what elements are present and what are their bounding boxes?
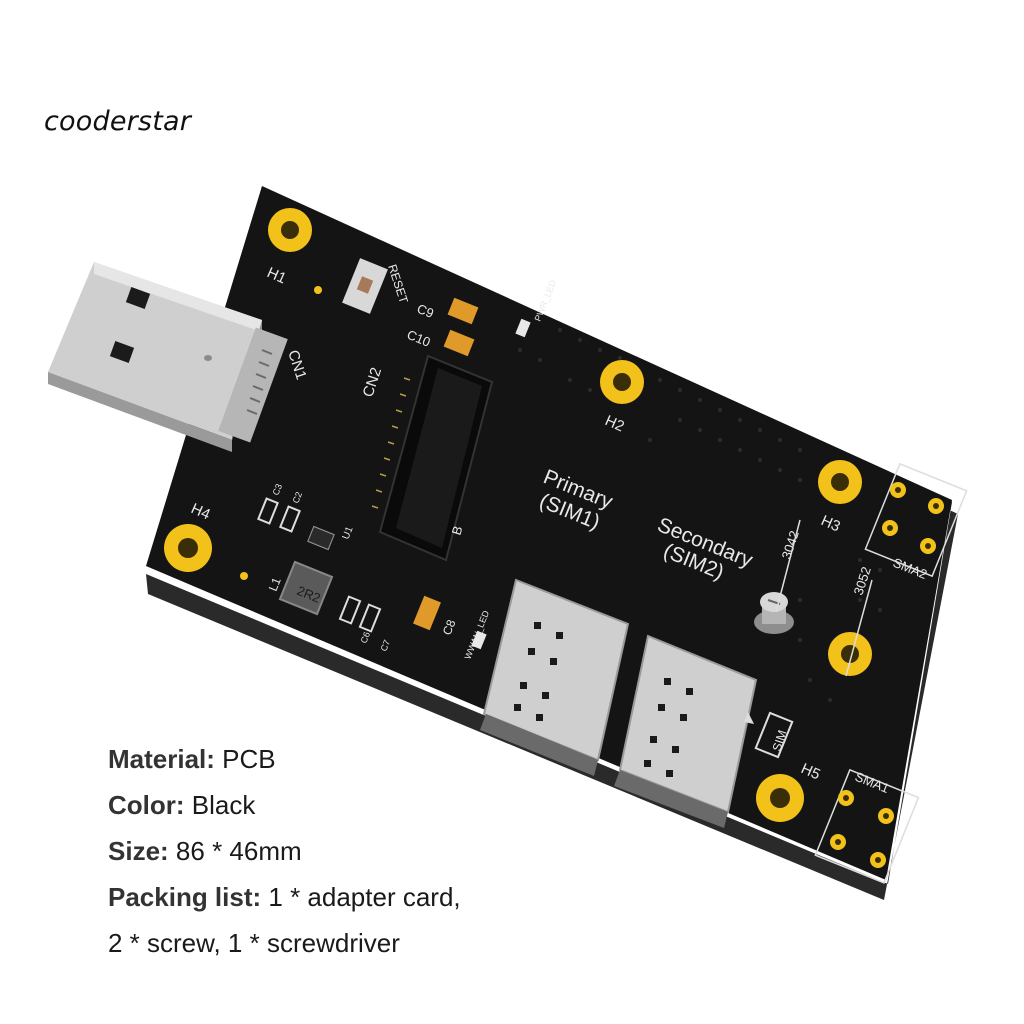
- l1-label: L1: [266, 575, 284, 593]
- c2-label: C2: [291, 490, 305, 504]
- spec-color-label: Color:: [108, 790, 185, 820]
- h1-label: H1: [264, 264, 288, 287]
- sim-tray-secondary: [614, 634, 758, 828]
- m2-slot: [371, 354, 494, 562]
- inductor-2r2: [278, 560, 334, 616]
- pcb-via-grid: [518, 328, 882, 702]
- spec-material-value: PCB: [222, 744, 276, 774]
- mounting-hole-h5: [756, 774, 804, 822]
- c9-label: C9: [415, 301, 436, 321]
- spec-packing-label: Packing list:: [108, 882, 262, 912]
- indicator-led-2: [240, 572, 248, 580]
- h5-label: H5: [798, 760, 822, 783]
- sma2-pads: [864, 462, 968, 578]
- spec-size: Size: 86 * 46mm: [108, 828, 461, 874]
- size-mark-line-2: [845, 579, 873, 677]
- sim-marker-label: SIM: [770, 728, 790, 753]
- mounting-hole-h3: [818, 460, 862, 504]
- sim-arrow: [744, 712, 754, 724]
- c6-label: C6: [359, 630, 373, 644]
- mounting-hole-h2: [600, 360, 644, 404]
- sim-marker-box: [754, 711, 794, 759]
- u1-label: U1: [341, 525, 356, 541]
- sim-tray-primary: [480, 578, 630, 776]
- sma1-pads: [814, 768, 920, 884]
- spec-color: Color: Black: [108, 782, 461, 828]
- h2-label: H2: [602, 412, 626, 435]
- spec-color-value: Black: [191, 790, 256, 820]
- capacitor-c6: [338, 595, 362, 625]
- usb-a-plug: [48, 262, 288, 452]
- indicator-led-1: [314, 286, 322, 294]
- capacitor-c2: [279, 505, 301, 533]
- c7-label: C7: [379, 638, 393, 652]
- capacitor-c3: [257, 497, 279, 525]
- capacitor-c9: [447, 297, 479, 325]
- mounting-hole-h1: [268, 208, 312, 252]
- capacitor-c8: [413, 595, 441, 631]
- pwr-led: [515, 318, 531, 338]
- ic-u1: [307, 525, 335, 551]
- capacitor-c7: [358, 603, 382, 633]
- spec-material-label: Material:: [108, 744, 215, 774]
- spec-material: Material: PCB: [108, 736, 461, 782]
- mounting-hole-3052: [828, 632, 872, 676]
- capacitor-c10: [443, 329, 475, 357]
- spec-packing-value: 1 * adapter card,: [268, 882, 461, 912]
- h3-label: H3: [818, 512, 842, 535]
- c8-label: C8: [440, 617, 459, 637]
- reset-button: [342, 258, 388, 314]
- mounting-screw: [754, 592, 794, 634]
- spec-size-value: 86 * 46mm: [175, 836, 302, 866]
- wwan-led: [471, 630, 487, 650]
- spec-packing-continuation: 2 * screw, 1 * screwdriver: [108, 928, 400, 958]
- h4-label: H4: [188, 500, 212, 523]
- mounting-hole-h4: [164, 524, 212, 572]
- brand-logo: cooderstar: [44, 106, 192, 137]
- spec-size-label: Size:: [108, 836, 169, 866]
- spec-packing: Packing list: 1 * adapter card,: [108, 874, 461, 920]
- size-mark-line: [775, 519, 801, 613]
- spec-list: Material: PCB Color: Black Size: 86 * 46…: [108, 736, 461, 966]
- c3-label: C3: [271, 482, 285, 496]
